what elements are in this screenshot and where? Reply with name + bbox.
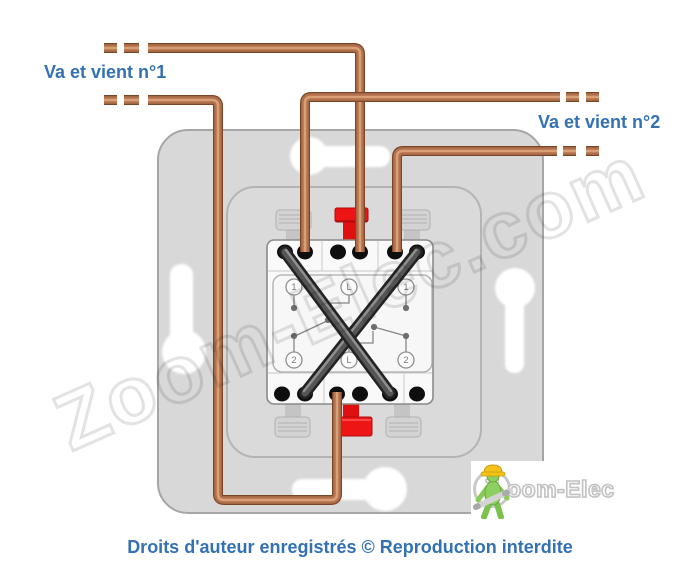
schematic-terminal-circle xyxy=(397,278,415,296)
mounting-hole-left xyxy=(162,264,206,374)
wire-va-et-vient-1-line-b xyxy=(104,95,342,505)
terminal-hole xyxy=(330,244,346,260)
schematic-terminal-circle xyxy=(285,351,303,369)
logo-mascot-icon xyxy=(473,464,513,519)
terminal-hole xyxy=(409,386,425,402)
wire-va-et-vient-1-line-a xyxy=(104,43,365,252)
wire-va-et-vient-2-line-a xyxy=(300,92,599,252)
screw-bottom-left xyxy=(274,404,311,438)
copyright-caption: Droits d'auteur enregistrés © Reproducti… xyxy=(127,537,573,557)
schematic-label: 1 xyxy=(403,282,408,292)
schematic-label: L xyxy=(346,282,351,292)
terminal-hole xyxy=(352,386,368,402)
schematic-lever-right xyxy=(373,326,407,337)
schematic-label: 2 xyxy=(291,355,296,365)
schematic-lever-left xyxy=(294,320,328,337)
schematic-label: 1 xyxy=(291,282,296,292)
label-va-et-vient-1: Va et vient n°1 xyxy=(44,62,167,82)
schematic-terminal-circle xyxy=(340,278,358,296)
schematic-box: 1 L 1 2 L 2 xyxy=(272,274,433,373)
wire-va-et-vient-2-line-b xyxy=(392,146,599,252)
schematic-terminal-circle xyxy=(340,351,358,369)
terminal-hole xyxy=(274,386,290,402)
logo-box: Zoom-Elec xyxy=(471,461,661,525)
screw-bottom-right xyxy=(385,404,422,438)
label-va-et-vient-2: Va et vient n°2 xyxy=(538,112,661,132)
schematic-label: L xyxy=(346,355,351,365)
schematic-label: 2 xyxy=(403,355,408,365)
schematic-terminal-circle xyxy=(397,351,415,369)
red-clip-bottom xyxy=(340,404,373,437)
mounting-hole-right xyxy=(495,268,535,373)
crossed-cable-b xyxy=(299,246,423,399)
crossed-cable-a xyxy=(279,246,396,399)
logo-brand-rest: oom-Elec xyxy=(506,475,615,503)
mounting-holes xyxy=(162,137,535,511)
schematic-terminal-circle xyxy=(285,278,303,296)
